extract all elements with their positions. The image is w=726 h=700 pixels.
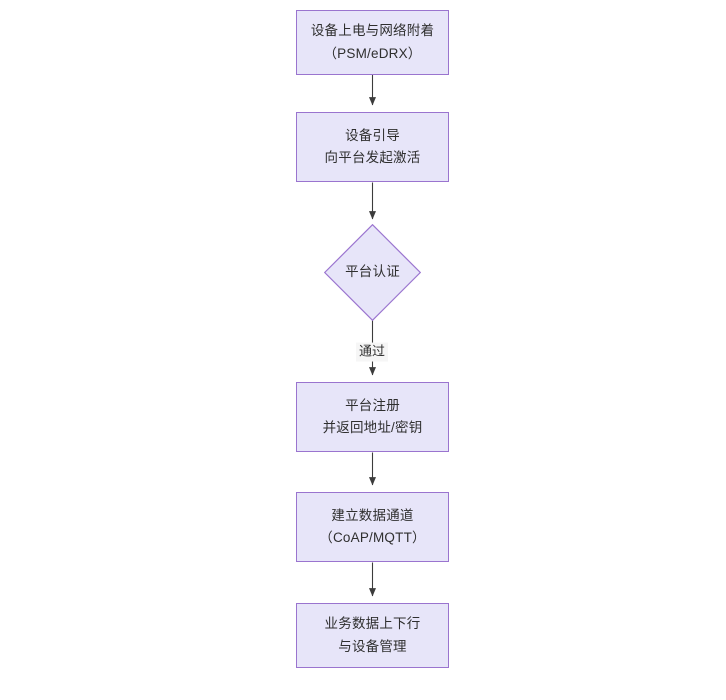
flow-node-platform-registration[interactable]: 平台注册 并返回地址/密钥: [296, 382, 449, 452]
diamond-shape: [324, 224, 421, 321]
node-text-line: （PSM/eDRX）: [323, 45, 422, 61]
flow-node-business-data[interactable]: 业务数据上下行 与设备管理: [296, 603, 449, 668]
node-text-line: 平台认证: [345, 264, 400, 280]
flow-node-device-power-on[interactable]: 设备上电与网络附着 （PSM/eDRX）: [296, 10, 449, 75]
node-text-line: 平台注册: [345, 397, 400, 413]
node-text-line: 建立数据通道: [331, 507, 414, 523]
node-text-line: 与设备管理: [338, 638, 407, 654]
flow-node-device-bootstrap[interactable]: 设备引导 向平台发起激活: [296, 112, 449, 182]
node-text-line: 设备上电与网络附着: [310, 23, 435, 39]
node-text-line: 设备引导: [345, 127, 400, 143]
edge-label-pass: 通过: [355, 342, 389, 362]
flow-node-data-channel[interactable]: 建立数据通道 （CoAP/MQTT）: [296, 492, 449, 562]
flow-node-platform-auth-decision[interactable]: 平台认证: [324, 224, 421, 321]
node-text-line: 向平台发起激活: [324, 150, 421, 165]
node-text-line: （CoAP/MQTT）: [319, 530, 426, 545]
node-text-line: 业务数据上下行: [324, 616, 421, 632]
node-text-line: 并返回地址/密钥: [322, 420, 423, 435]
